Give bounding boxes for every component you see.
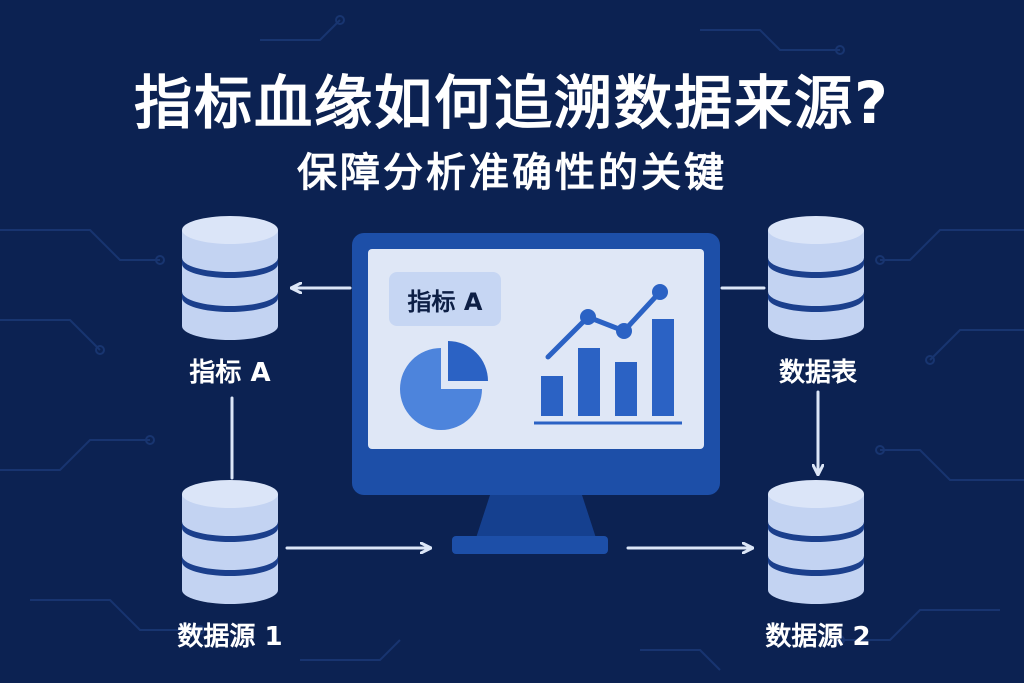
screen-metric-badge: 指标 A (389, 272, 501, 326)
node-label-metric-a: 指标 A (189, 358, 271, 388)
trend-line-icon (545, 284, 668, 360)
database-icon (768, 216, 864, 340)
node-label-source-1: 数据源 1 (177, 622, 283, 652)
node-label-data-table: 数据表 (778, 358, 857, 388)
page-subtitle: 保障分析准确性的关键 (297, 150, 727, 196)
database-icon (768, 480, 864, 604)
node-label-source-2: 数据源 2 (765, 622, 871, 652)
database-icon (182, 216, 278, 340)
page-title: 指标血缘如何追溯数据来源? (134, 69, 890, 137)
circuit-background (0, 15, 1024, 671)
database-icon (182, 480, 278, 604)
bar-chart-icon (534, 319, 682, 425)
pie-chart-icon (400, 341, 488, 430)
flow-connectors (230, 288, 818, 548)
